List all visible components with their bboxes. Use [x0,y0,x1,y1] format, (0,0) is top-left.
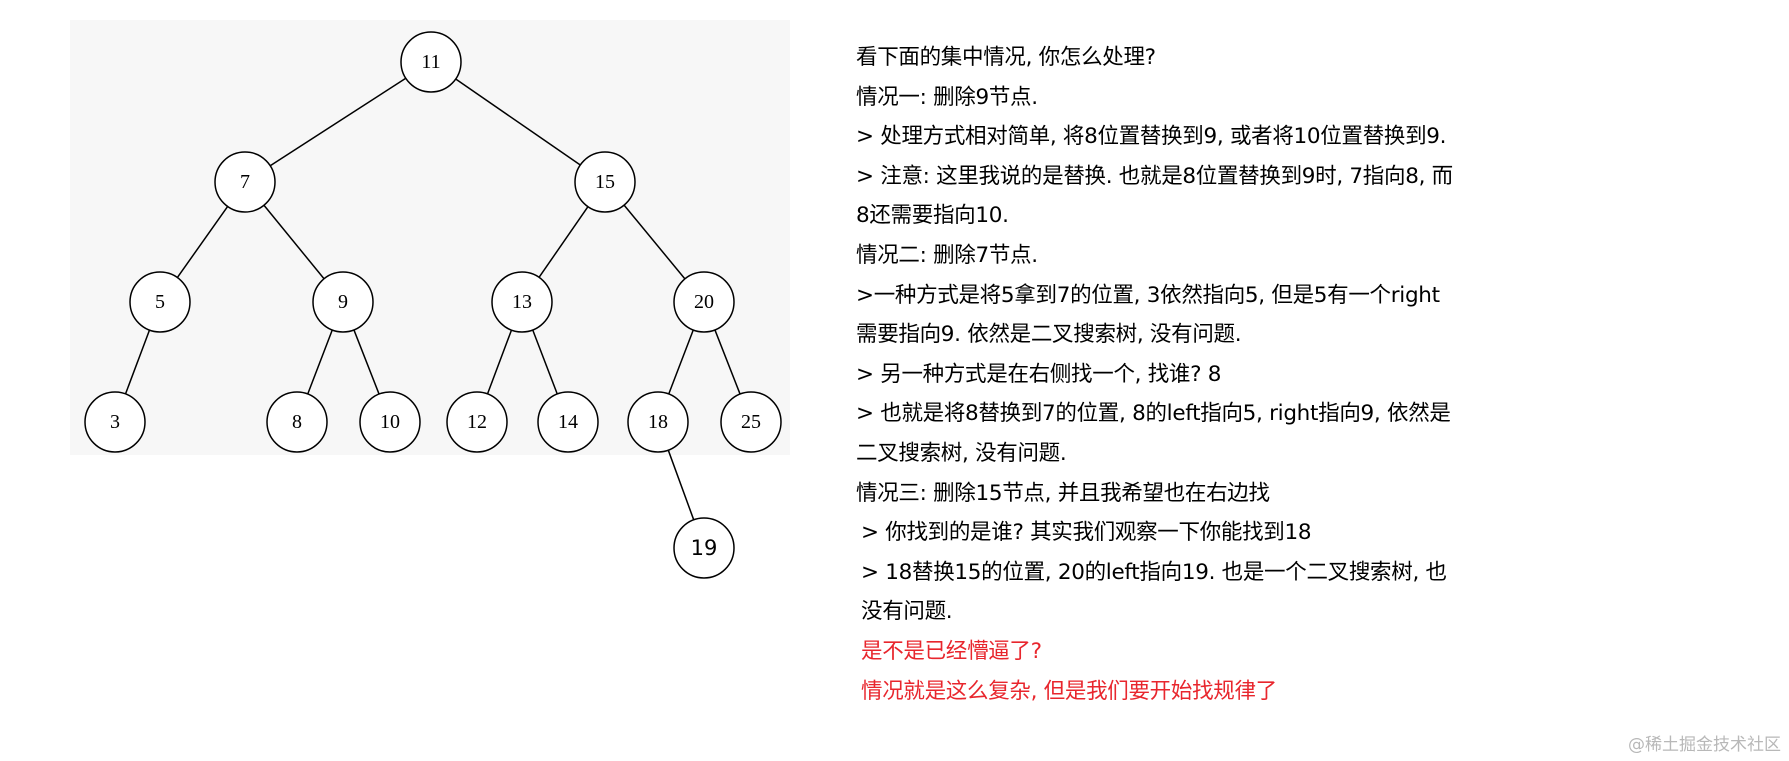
binary-search-tree-diagram: 11 7 15 5 9 13 20 3 8 10 12 14 18 25 19 [70,20,790,579]
text-line-case1-note-cont: 8还需要指向10. [856,203,1009,229]
tree-node-9: 9 [312,271,374,333]
node-circle [312,271,374,333]
node-circle [446,391,508,453]
node-circle [359,391,421,453]
tree-node-13: 13 [491,271,553,333]
node-circle [491,271,553,333]
node-circle [400,31,462,93]
tree-node-14: 14 [537,391,599,453]
tree-node-15: 15 [574,151,636,213]
node-label: 8 [292,411,302,433]
tree-node-19: 19 [673,517,735,579]
node-label: 12 [467,411,487,433]
tree-node-7: 7 [214,151,276,213]
edge-9-10 [353,329,380,395]
tree-node-5: 5 [129,271,191,333]
tree-node-10: 10 [359,391,421,453]
node-circle [214,151,276,213]
tree-node-12: 12 [446,391,508,453]
tree-nodes: 11 7 15 5 9 13 20 3 8 10 12 14 18 25 19 [84,31,782,579]
node-circle [84,391,146,453]
edge-15-20 [623,204,686,280]
edge-9-8 [307,329,333,395]
text-line-case2-title: 情况二: 删除7节点. [856,242,1038,268]
node-label: 15 [595,171,615,193]
edge-15-13 [538,206,589,278]
node-label: 7 [240,171,250,193]
text-line-case2-method1: >一种方式是将5拿到7的位置, 3依然指向5, 但是5有一个right [856,282,1440,308]
node-circle [627,391,689,453]
node-label: 14 [558,411,578,433]
edge-20-18 [668,329,694,395]
node-circle [673,271,735,333]
edge-13-14 [532,329,558,395]
text-line-case1-detail: > 处理方式相对简单, 将8位置替换到9, 或者将10位置替换到9. [856,124,1447,150]
node-circle [129,271,191,333]
node-label: 10 [380,411,400,433]
watermark-label: @稀土掘金技术社区 [1628,735,1781,755]
text-line-case2-method1-cont: 需要指向9. 依然是二叉搜索树, 没有问题. [856,322,1242,348]
edge-18-19 [667,449,695,521]
node-circle [673,517,735,579]
edge-11-15 [455,78,581,166]
node-label: 20 [694,291,714,313]
node-circle [574,151,636,213]
text-line-conclusion-highlight: 情况就是这么复杂, 但是我们要开始找规律了 [861,678,1277,704]
text-line-case2-method2-cont: 二叉搜索树, 没有问题. [856,440,1067,466]
edge-13-12 [486,329,513,395]
text-line-intro: 看下面的集中情况, 你怎么处理? [856,45,1156,70]
text-line-case3-question: > 你找到的是谁? 其实我们观察一下你能找到18 [861,520,1312,546]
edge-5-3 [124,329,151,395]
tree-edges [124,77,741,521]
tree-node-25: 25 [720,391,782,453]
tree-node-11: 11 [400,31,462,93]
node-circle [537,391,599,453]
node-label: 3 [110,411,120,433]
node-circle [266,391,328,453]
node-label: 13 [512,291,532,313]
node-label: 5 [155,291,165,313]
text-line-case3-cont: 没有问题. [861,599,953,625]
edge-7-9 [263,204,325,280]
node-label: 18 [648,411,668,433]
text-line-case1-note: > 注意: 这里我说的是替换. 也就是8位置替换到9时, 7指向8, 而 [856,163,1453,189]
node-label: 9 [338,291,348,313]
tree-node-18: 18 [627,391,689,453]
edge-7-5 [176,206,229,278]
text-line-case2-method2: > 另一种方式是在右侧找一个, 找谁? 8 [856,361,1222,387]
text-line-case1-title: 情况一: 删除9节点. [856,84,1038,110]
text-line-case3-detail: > 18替换15的位置, 20的left指向19. 也是一个二叉搜索树, 也 [861,559,1447,585]
node-label: 11 [421,51,440,73]
text-line-case2-method2-detail: > 也就是将8替换到7的位置, 8的left指向5, right指向9, 依然是 [856,401,1451,427]
tree-node-3: 3 [84,391,146,453]
edge-20-25 [714,329,741,395]
text-line-case3-title: 情况三: 删除15节点, 并且我希望也在右边找 [856,480,1270,506]
node-label: 19 [691,536,718,560]
edge-11-7 [269,77,407,167]
text-line-confused-highlight: 是不是已经懵逼了? [861,638,1042,664]
explanation-text: 看下面的集中情况, 你怎么处理? 情况一: 删除9节点. > 处理方式相对简单,… [856,38,1616,711]
node-circle [720,391,782,453]
node-label: 25 [741,411,761,433]
tree-node-20: 20 [673,271,735,333]
tree-node-8: 8 [266,391,328,453]
